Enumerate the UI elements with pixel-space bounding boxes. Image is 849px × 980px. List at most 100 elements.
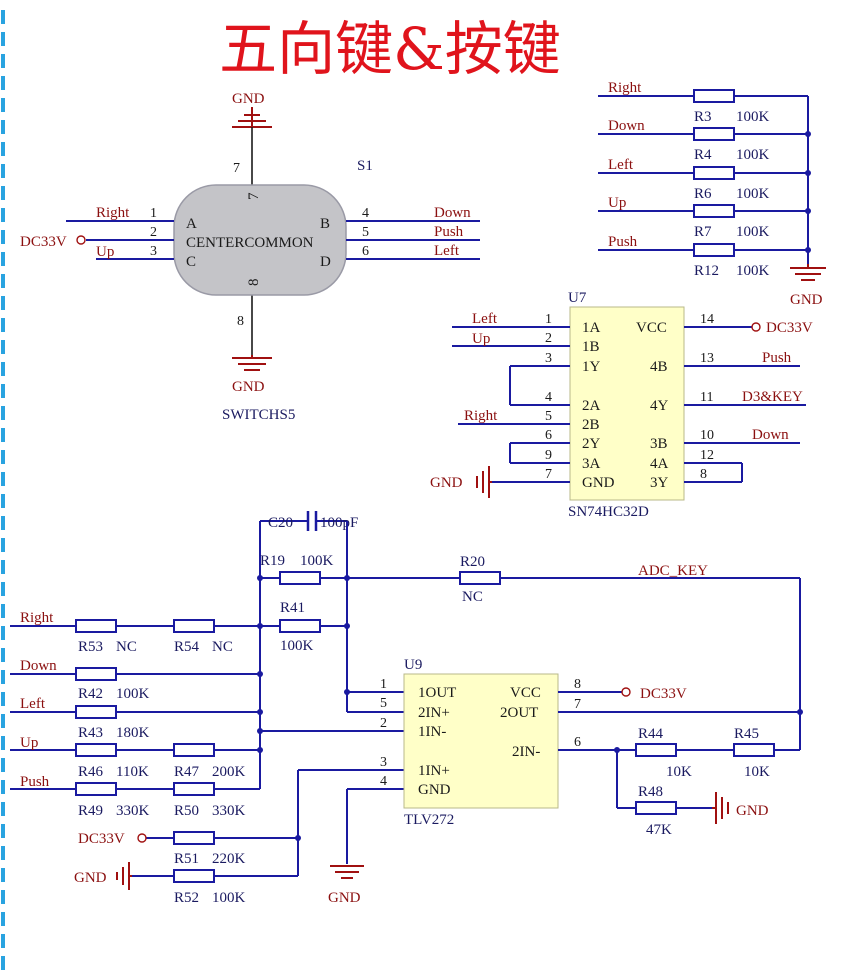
r49-ref: R49 [78,803,103,819]
r43-value: 180K [116,725,150,741]
u7-pin-7: 7 [545,467,552,482]
r19-ref: R19 [260,553,285,569]
u7-name-3y: 3Y [650,475,669,491]
ladder-net-right: Right [20,610,54,626]
s1-pin-5: 5 [362,225,369,240]
s1-inner-pin-7: 7 [246,192,262,200]
u7-name-3b: 3B [650,436,668,452]
r3-ref: R3 [694,109,712,125]
pullup-net-right: Right [608,80,642,96]
u7-pin-2: 2 [545,331,552,346]
r54-value: NC [212,639,233,655]
r4-ref: R4 [694,147,712,163]
u7-body [569,306,685,501]
u7-net-down: Down [752,427,789,443]
s1-net-up: Up [96,244,114,260]
c20-ref: C20 [268,515,293,531]
r19-value: 100K [300,553,334,569]
u7-name-4y: 4Y [650,398,669,414]
u9-ref: U9 [404,657,422,673]
r48-ref: R48 [638,784,663,800]
u7-pin-12: 12 [700,448,714,463]
r48-value: 47K [646,822,672,838]
u7-name-gnd: GND [582,475,615,491]
s1-net-right: Right [96,205,130,221]
s1-bottom-gnd-icon [232,355,272,371]
r12-ref: R12 [694,263,719,279]
r20-value: NC [462,589,483,605]
u7-or-gate: U7 SN74HC32D Left Up Right GND 1 2 3 4 5… [430,290,813,520]
u7-gnd-icon [476,466,492,498]
ladder-net-up: Up [20,735,38,751]
u7-dc33v-label: DC33V [766,320,813,336]
u9-name-gnd: GND [418,782,451,798]
r47-value: 200K [212,764,246,780]
s1-center-common: CENTERCOMMON [186,235,314,251]
s1-pin-a: A [186,216,197,232]
r44-value: 10K [666,764,692,780]
u7-pin-8: 8 [700,467,707,482]
s1-pin-4: 4 [362,206,369,221]
u9-pin-2: 2 [380,716,387,731]
s1-bottom-gnd-label: GND [232,379,265,395]
u7-pin-6: 6 [545,428,552,443]
u7-pin-11: 11 [700,390,713,405]
r42-value: 100K [116,686,150,702]
u7-name-2y: 2Y [582,436,601,452]
s1-ref: S1 [357,158,373,174]
r44-ref: R44 [638,726,664,742]
r53-value: NC [116,639,137,655]
u7-net-push: Push [762,350,792,366]
r20-ref: R20 [460,554,485,570]
u9-pin-8: 8 [574,677,581,692]
s1-net-left: Left [434,243,460,259]
r51-value: 220K [212,851,246,867]
r54-ref: R54 [174,639,200,655]
pullup-net-down: Down [608,118,645,134]
s1-switch: GND 7 8 GND S1 SWITCHS5 A C B D CENTERCO… [20,91,480,423]
u9-gnd-label: GND [328,890,361,906]
u9-name-1out: 1OUT [418,685,456,701]
u7-name-3a: 3A [582,456,601,472]
u7-name-1a: 1A [582,320,601,336]
ladder-net-left: Left [20,696,46,712]
r41-ref: R41 [280,600,305,616]
r52-ref: R52 [174,890,199,906]
s1-pin-3: 3 [150,244,157,259]
ladder-net-down: Down [20,658,57,674]
r51-dc33v-label: DC33V [78,831,125,847]
u7-ref: U7 [568,290,587,306]
s1-top-gnd-label: GND [232,91,265,107]
u7-name-2b: 2B [582,417,600,433]
u7-name-2a: 2A [582,398,601,414]
r53-ref: R53 [78,639,103,655]
s1-pin-8-outer: 8 [237,314,244,329]
r46-value: 110K [116,764,149,780]
s1-pin-2: 2 [150,225,157,240]
u7-pin-14: 14 [700,312,714,327]
u9-name-2inn: 2IN- [512,744,540,760]
u7-pin-4: 4 [545,390,552,405]
u9-pin-6: 6 [574,735,581,750]
u9-name-vcc: VCC [510,685,541,701]
r50-ref: R50 [174,803,199,819]
s1-pin-d: D [320,254,331,270]
r50-value: 330K [212,803,246,819]
u7-pin-10: 10 [700,428,714,443]
u7-gnd-label: GND [430,475,463,491]
u9-body [403,673,559,809]
u7-pin-3: 3 [545,351,552,366]
s1-top-gnd-icon [232,107,272,128]
c20-value: 100pF [320,515,358,531]
r41-value: 100K [280,638,314,654]
u7-name-4b: 4B [650,359,668,375]
r3-value: 100K [736,109,770,125]
s1-pin-7-outer: 7 [233,161,240,176]
u9-gnd-icon [330,865,364,879]
ladder-net-push: Push [20,774,50,790]
s1-pin-c: C [186,254,196,270]
r6-ref: R6 [694,186,712,202]
adc-key-net: ADC_KEY [638,563,708,579]
u7-net-up: Up [472,331,490,347]
